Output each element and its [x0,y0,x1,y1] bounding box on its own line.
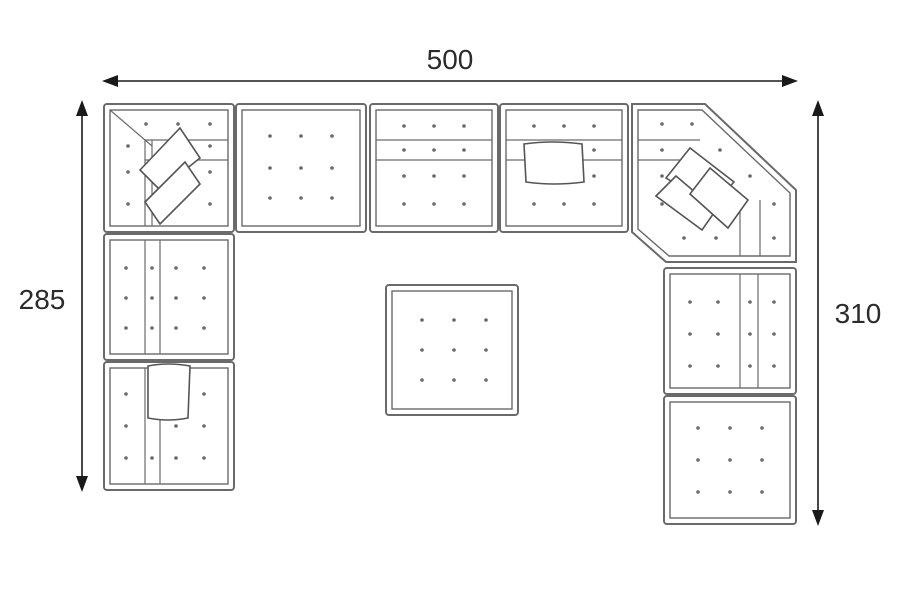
module-middle-back [369,103,499,233]
module-left-seat-2-pillow [103,361,235,491]
width-label: 500 [426,44,474,75]
module-right-seat-1 [663,267,797,395]
pillow [143,160,202,226]
dimension-width [102,75,798,87]
dimension-left-depth [76,100,88,492]
module-middle-back-pillow [499,103,629,233]
left-depth-label: 285 [18,284,66,315]
module-right-seat-2-no-back [663,395,797,525]
pillow [523,141,585,185]
module-corner-right-angled [631,103,797,263]
pillow [138,126,202,192]
module-ottoman [385,284,519,416]
right-depth-label: 310 [834,298,882,329]
module-corner-left [103,103,235,233]
pillow [147,363,191,421]
pillow [688,166,750,230]
dimension-right-depth [812,100,824,526]
module-middle-no-back [235,103,367,233]
module-left-seat-1 [103,233,235,361]
